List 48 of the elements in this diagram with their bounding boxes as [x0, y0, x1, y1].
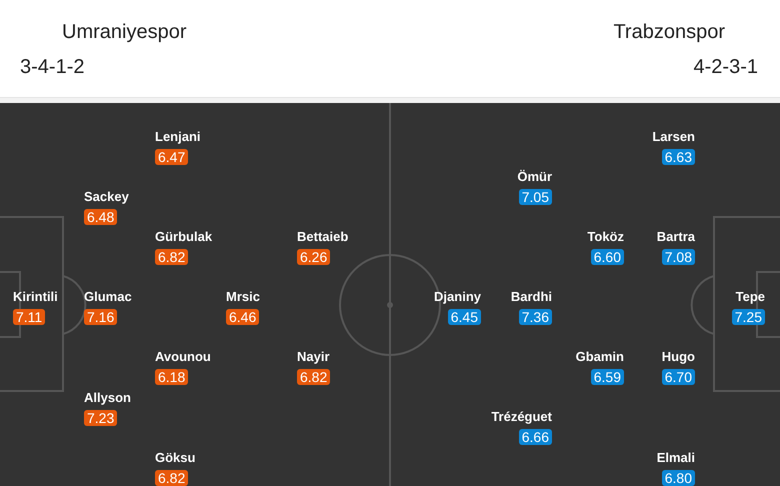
rating-badge: 6.46 — [226, 309, 260, 325]
player-name: Elmali — [656, 450, 695, 466]
rating-badge: 6.48 — [84, 209, 118, 225]
rating-badge: 6.80 — [662, 470, 695, 486]
player-name: Tepe — [736, 289, 765, 305]
rating-badge: 6.66 — [518, 429, 552, 445]
player-name: Bardhi — [510, 289, 552, 305]
rating-badge: 6.59 — [590, 369, 624, 385]
player-name: Larsen — [652, 129, 695, 145]
rating-badge: 6.82 — [155, 249, 188, 265]
formation: 4-2-3-1 — [694, 55, 758, 79]
player-name: Avounou — [155, 349, 211, 365]
player-name: Nayir — [297, 349, 330, 365]
team-name: Trabzonspor — [613, 20, 725, 44]
player-name: Lenjani — [155, 129, 201, 145]
rating-badge: 6.82 — [155, 470, 188, 486]
rating-badge: 7.11 — [13, 309, 46, 325]
player-name: Bettaieb — [297, 229, 348, 245]
rating-badge: 7.05 — [518, 189, 552, 205]
rating-badge: 6.63 — [662, 149, 695, 165]
rating-badge: 7.08 — [662, 249, 695, 265]
rating-badge: 7.36 — [518, 309, 552, 325]
rating-badge: 6.70 — [662, 369, 695, 385]
player-name: Hugo — [662, 349, 695, 365]
player-name: Djaniny — [434, 289, 481, 305]
player-name: Ömür — [517, 169, 552, 185]
player-name: Sackey — [84, 189, 129, 205]
formation: 3-4-1-2 — [20, 55, 84, 79]
player-name: Toköz — [587, 229, 624, 245]
player-name: Bartra — [656, 229, 695, 245]
rating-badge: 7.16 — [84, 309, 118, 325]
player-name: Gürbulak — [155, 229, 212, 245]
player-name: Glumac — [84, 289, 132, 305]
team-name: Umraniyespor — [62, 20, 186, 44]
player-name: Mrsic — [226, 289, 260, 305]
rating-badge: 7.25 — [732, 309, 765, 325]
rating-badge: 7.23 — [84, 410, 118, 426]
player-name: Gbamin — [576, 349, 624, 365]
rating-badge: 6.18 — [155, 369, 188, 385]
rating-badge: 6.26 — [297, 249, 330, 265]
rating-badge: 6.82 — [297, 369, 330, 385]
player-name: Trézéguet — [491, 409, 552, 425]
rating-badge: 6.60 — [590, 249, 624, 265]
rating-badge: 6.45 — [448, 309, 481, 325]
rating-badge: 6.47 — [155, 149, 188, 165]
player-name: Allyson — [84, 390, 131, 406]
player-name: Kirintili — [13, 289, 58, 305]
player-name: Göksu — [155, 450, 196, 466]
